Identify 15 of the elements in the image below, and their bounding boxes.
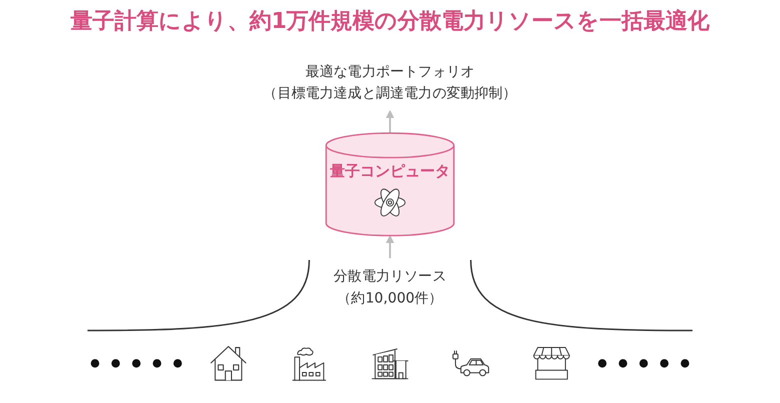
node-text: 分散電力リソース （約10,000件）	[334, 268, 446, 306]
arrow	[386, 235, 394, 258]
node-circle	[173, 359, 182, 368]
node-text: 最適な電力ポートフォリオ （目標電力達成と調達電力の変動抑制）	[263, 62, 517, 101]
node-circle	[152, 359, 162, 368]
node-circle	[618, 359, 628, 368]
node-circle	[132, 359, 141, 368]
node-circle	[598, 359, 607, 368]
node-circle	[111, 359, 120, 368]
node-circle	[680, 359, 690, 368]
node-circle	[639, 359, 648, 368]
node-circle	[660, 359, 669, 368]
diagram-title: 量子計算により、約1万件規模の分散電力リソースを一括最適化	[70, 9, 710, 34]
arrow	[386, 110, 394, 134]
node-circle	[90, 359, 100, 368]
